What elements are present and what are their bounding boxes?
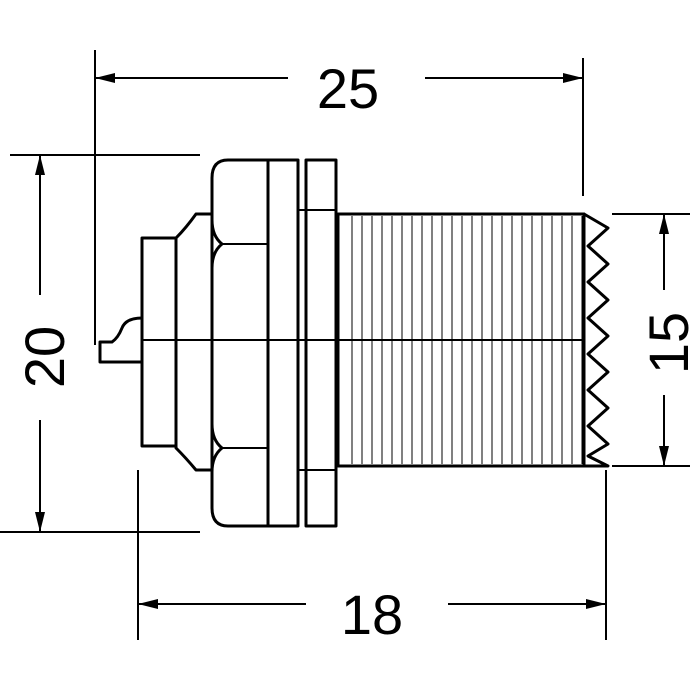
dimension-label-25: 25 (317, 57, 379, 120)
thread-end-profile (582, 212, 610, 468)
rear-insulator (140, 236, 178, 448)
rear-cap (174, 212, 214, 472)
hex-nut (210, 158, 270, 528)
dimension-bottom-18: 18 (137, 470, 607, 646)
washer (304, 158, 338, 528)
dimension-label-18: 18 (341, 583, 403, 646)
dimension-right-15: 15 (612, 213, 700, 467)
dimension-label-15: 15 (637, 312, 700, 374)
contact-tab (98, 316, 143, 364)
dimension-left-20: 20 (0, 154, 200, 533)
connector-part (98, 158, 610, 528)
flange-plate (266, 158, 300, 528)
dimension-label-20: 20 (13, 326, 76, 388)
dimension-top-25: 25 (94, 50, 584, 345)
